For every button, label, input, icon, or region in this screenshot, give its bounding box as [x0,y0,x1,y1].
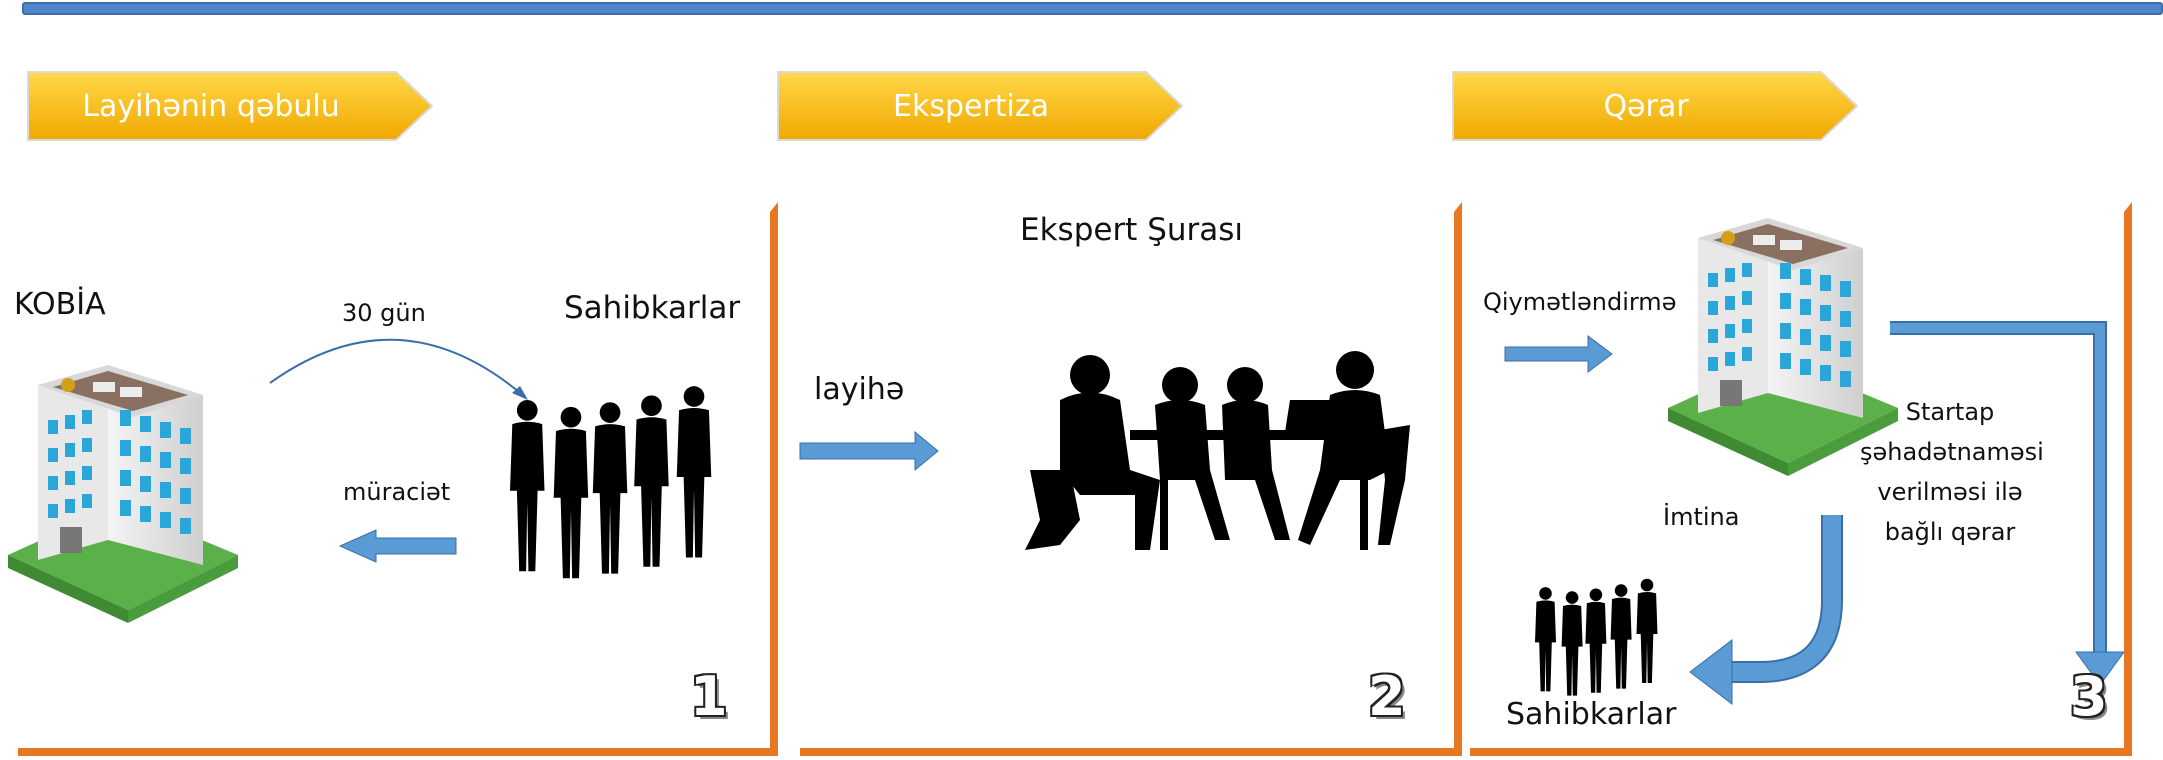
project-label: layihə [814,372,905,407]
panel-border-2 [800,202,1462,756]
chevron-shape [1452,71,1859,141]
top-bar [22,2,2163,15]
decision-arrowhead-icon [2075,651,2125,686]
decision-label: Startap şəhadətnaməsi verilməsi ilə bağl… [1860,398,2044,546]
refusal-label: İmtina [1663,503,1740,531]
curved-connector [269,338,526,398]
applicants-label: Sahibkarlar [564,290,741,326]
stage-label: Qərar [1603,88,1689,124]
right-arrow-icon [799,430,939,472]
chevron-shape [27,71,434,141]
step-number-3: 3 [2070,665,2108,728]
chevron-shape [777,71,1184,141]
stage-chevron-expertise: Ekspertiza [776,70,1186,142]
refusal-arrowhead-icon [1689,638,1733,706]
meeting-silhouette-icon [1025,351,1410,550]
businesspeople-icon [510,386,711,578]
connector-arrowhead-icon [512,386,528,400]
applicants-label-3: Sahibkarlar [1506,697,1677,732]
kobia-building-icon [8,365,238,623]
left-arrow-icon [338,529,457,563]
evaluation-label: Qiymətləndirmə [1483,288,1677,316]
step-number-1: 1 [690,665,728,728]
council-label: Ekspert Şurası [1020,212,1244,248]
stage-chevron-reception: Layihənin qəbulu [26,70,436,142]
stage-chevron-decision: Qərar [1451,70,1861,142]
step-number-2: 2 [1368,665,1406,728]
application-label: müraciət [343,478,451,506]
panel-border-1 [18,202,778,756]
kobia-label: KOBİA [14,287,106,322]
small-businesspeople-icon [1535,579,1658,696]
days-label: 30 gün [342,299,426,327]
stage-label: Ekspertiza [892,88,1050,124]
evaluation-arrow-icon [1504,335,1613,373]
refusal-path [1730,515,1841,681]
decision-path [1890,323,2105,652]
panel-border-3 [1470,202,2132,756]
stage-label: Layihənin qəbulu [82,88,340,124]
